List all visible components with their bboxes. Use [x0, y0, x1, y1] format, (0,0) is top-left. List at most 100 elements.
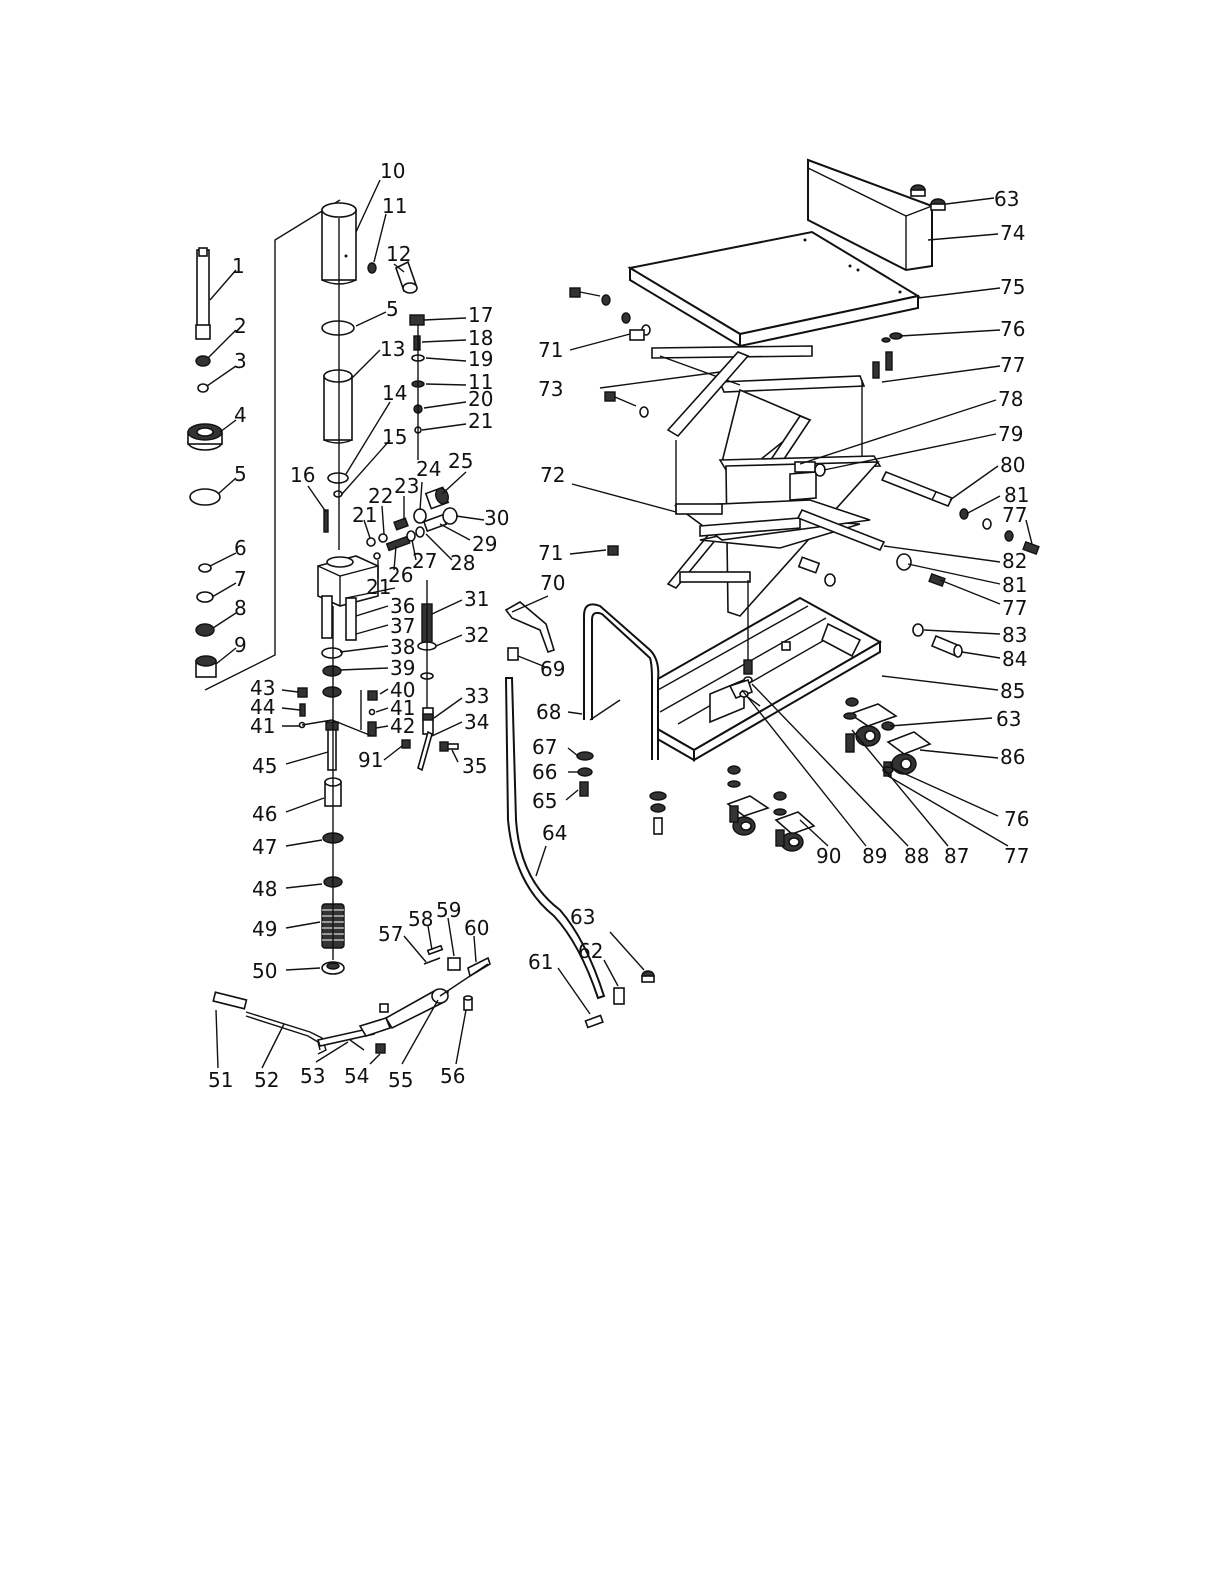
label-46: 46: [252, 802, 277, 826]
part-43-nut: [297, 687, 308, 698]
part-70-lever: [504, 601, 555, 654]
label-40: 40: [390, 678, 415, 702]
label-83: 83: [1002, 623, 1027, 647]
label-55: 55: [388, 1068, 413, 1092]
label-88: 88: [904, 844, 929, 868]
label-29: 29: [472, 532, 497, 556]
part-42-spring: [367, 721, 377, 737]
part-81-washer-d: [896, 553, 912, 571]
label-69: 69: [540, 657, 565, 681]
part-69-bushing: [507, 647, 519, 661]
part-55-lever: [384, 988, 450, 1030]
label-50: 50: [252, 959, 277, 983]
handle-washer-b: [649, 791, 667, 801]
pump-body: [317, 555, 379, 641]
part-91-nut: [401, 739, 411, 749]
label-23: 23: [394, 474, 419, 498]
part-60-clevis: [467, 956, 491, 978]
caster-front-b: [774, 811, 816, 852]
label-57: 57: [378, 922, 403, 946]
label-85: 85: [1000, 679, 1025, 703]
part-65-bolt: [579, 781, 589, 797]
label-12: 12: [386, 242, 411, 266]
part-77-bolt-c: [1022, 540, 1040, 556]
label-49: 49: [252, 917, 277, 941]
part-53-arm: [316, 1017, 392, 1051]
part-33-plunger: [422, 707, 434, 735]
label-16: 16: [290, 463, 315, 487]
part-63-nut-c: [641, 970, 655, 983]
callout-labels: 1 2 3 4 5 6 7 8 9 10 11 12 5 13 14 15 16…: [208, 159, 1029, 1092]
part-6-ring: [198, 563, 212, 573]
label-5b: 5: [386, 297, 399, 321]
rear-pin: [797, 556, 821, 574]
label-75: 75: [1000, 275, 1025, 299]
label-56: 56: [440, 1064, 465, 1088]
part-35-bolt: [439, 741, 459, 752]
label-31: 31: [464, 587, 489, 611]
label-80: 80: [1000, 453, 1025, 477]
part-55-knob: [379, 1003, 389, 1013]
part-17-cap: [409, 314, 425, 326]
part-51-grip: [212, 991, 248, 1010]
label-41a: 41: [390, 696, 415, 720]
part-14-ring: [327, 472, 349, 484]
label-10: 10: [380, 159, 405, 183]
label-84: 84: [1002, 647, 1027, 671]
label-17: 17: [468, 303, 493, 327]
part-30-cap: [442, 507, 458, 525]
part-34-link: [417, 730, 433, 772]
part-9-cap: [195, 655, 217, 678]
part-12-plug: [395, 260, 418, 294]
part-62-stud: [613, 987, 625, 1005]
label-3: 3: [234, 349, 247, 373]
handle-bolt-b: [653, 817, 663, 835]
rear-washer: [824, 573, 836, 587]
label-42: 42: [390, 714, 415, 738]
label-78: 78: [998, 387, 1023, 411]
label-2: 2: [234, 314, 247, 338]
caster-bolt-c: [775, 829, 785, 847]
label-32: 32: [464, 623, 489, 647]
label-79: 79: [998, 422, 1023, 446]
part-57-pin: [423, 957, 441, 965]
caster-washer-c: [727, 780, 741, 788]
label-33: 33: [464, 684, 489, 708]
part-18-spring: [413, 335, 421, 351]
label-30: 30: [484, 506, 509, 530]
part-40-nut: [367, 690, 378, 701]
part-59-block: [447, 957, 461, 971]
label-52: 52: [254, 1068, 279, 1092]
part-1-rod: [195, 247, 211, 340]
label-45: 45: [252, 754, 277, 778]
label-77c: 77: [1002, 596, 1027, 620]
part-26-spring: [385, 535, 411, 552]
part-23-spring: [393, 517, 409, 531]
part-22-ball: [378, 533, 388, 543]
part-76-washer-b: [881, 337, 891, 343]
part-58-pin: [426, 944, 444, 956]
label-77a: 77: [1000, 353, 1025, 377]
label-44: 44: [250, 695, 275, 719]
label-34: 34: [464, 710, 489, 734]
part-66-washer: [577, 767, 593, 777]
part-24-ring: [413, 508, 427, 524]
label-60: 60: [464, 916, 489, 940]
part-75-tabletop: [627, 230, 921, 348]
label-21c: 21: [366, 575, 391, 599]
label-11b: 11: [468, 370, 493, 394]
caster-bolt-b: [729, 805, 739, 823]
part-56-pin: [463, 995, 473, 1011]
part-71-bolt-set: [569, 287, 651, 341]
part-21-ball-c: [373, 552, 381, 560]
part-71-nut: [607, 545, 619, 556]
part-80-rod: [880, 470, 954, 508]
part-84-sleeve: [930, 634, 963, 658]
part-54-nut: [375, 1043, 386, 1054]
part-77-bolt-d: [928, 572, 946, 588]
part-13-sleeve: [323, 369, 353, 444]
label-36: 36: [390, 594, 415, 618]
label-77b: 77: [1002, 503, 1027, 527]
leader-lines: [206, 179, 1033, 1069]
table-assembly: [504, 158, 1040, 1029]
